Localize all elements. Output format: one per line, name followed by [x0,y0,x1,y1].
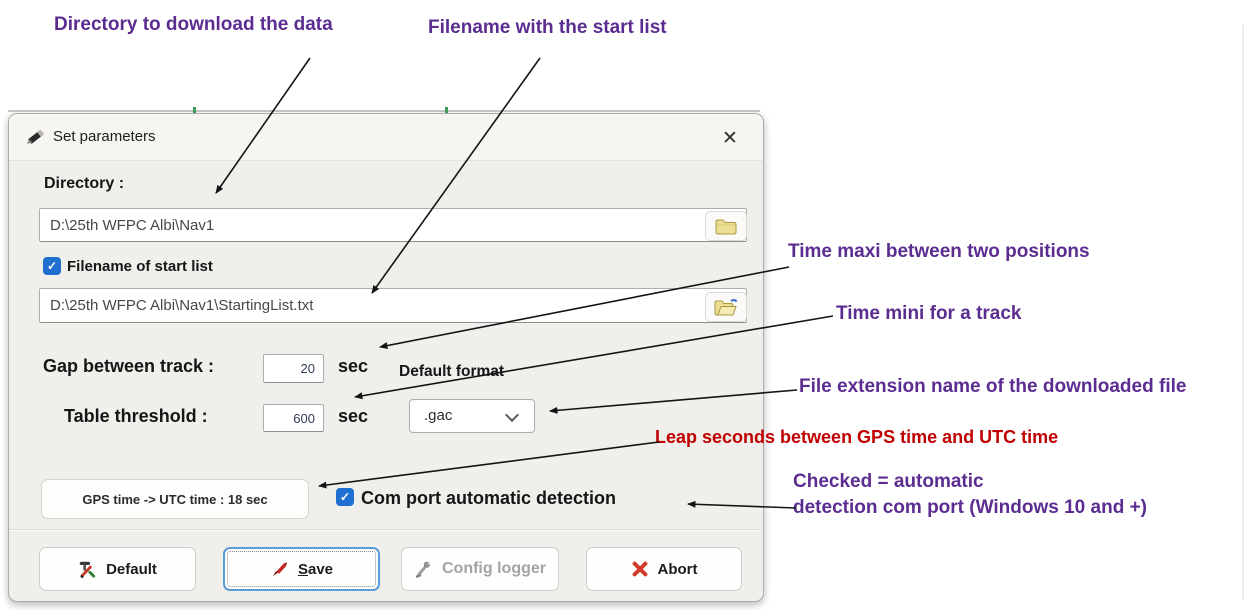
folder-open-icon [714,299,738,316]
footer-separator [9,529,763,530]
note-filename: Filename with the start list [428,17,667,38]
check-icon: ✓ [339,490,351,504]
close-icon[interactable]: ✕ [722,127,738,149]
logger-tool-icon [415,561,430,578]
default-format-label: Default format [399,363,505,380]
scan-artifact-tick [193,107,196,113]
directory-input[interactable] [39,208,747,242]
filename-input[interactable] [39,288,747,323]
default-button-label: Default [106,560,157,578]
format-dropdown-value: .gac [424,407,453,424]
filename-checkbox[interactable]: ✓ [43,257,61,275]
com-port-label[interactable]: Com port automatic detection [361,488,617,508]
pencil-icon [27,129,45,144]
config-logger-button-label: Config logger [442,560,546,577]
background-window-edge [8,110,760,112]
directory-label: Directory : [44,175,125,192]
save-button-label: Save [297,560,334,578]
format-dropdown[interactable]: .gac [409,399,535,433]
abort-button-label: Abort [657,560,698,578]
dialog-title: Set parameters [53,128,156,145]
gps-utc-time-label: GPS time -> UTC time : 18 sec [82,491,268,507]
note-time-mini: Time mini for a track [836,303,1022,324]
browse-filename-button[interactable] [705,292,747,322]
filename-checkbox-label[interactable]: Filename of start list [67,258,213,275]
gap-between-track-label: Gap between track : [43,356,215,376]
abort-button[interactable]: Abort [586,547,742,591]
note-com-port-line1: Checked = automatic [793,471,984,492]
table-threshold-input[interactable] [263,404,324,432]
brush-icon [272,561,288,576]
set-parameters-dialog: Set parameters ✕ Directory : ✓ Filename … [8,113,764,602]
com-port-checkbox[interactable]: ✓ [336,488,354,506]
red-x-icon [632,561,647,577]
check-icon: ✓ [46,259,58,273]
gap-unit-label: sec [338,356,369,376]
save-button[interactable]: Save [223,547,380,591]
page-right-edge-line [1242,25,1244,600]
folder-closed-icon [715,219,737,234]
table-threshold-label: Table threshold : [64,406,208,426]
browse-directory-button[interactable] [705,211,747,241]
dialog-titlebar[interactable]: Set parameters ✕ [9,114,763,161]
note-com-port: Checked = automatic detection com port (… [793,469,1147,521]
gap-between-track-input[interactable] [263,354,324,383]
tools-icon [79,561,96,578]
note-time-maxi: Time maxi between two positions [788,241,1090,262]
note-directory: Directory to download the data [54,14,333,35]
note-leap-seconds: Leap seconds between GPS time and UTC ti… [655,427,1059,447]
note-file-extension: File extension name of the downloaded fi… [799,376,1187,397]
config-logger-button[interactable]: Config logger [401,547,559,591]
chevron-down-icon [504,407,520,423]
threshold-unit-label: sec [338,406,369,426]
default-button[interactable]: Default [39,547,196,591]
note-com-port-line2: detection com port (Windows 10 and +) [793,497,1147,518]
gps-utc-time-button[interactable]: GPS time -> UTC time : 18 sec [41,479,309,519]
